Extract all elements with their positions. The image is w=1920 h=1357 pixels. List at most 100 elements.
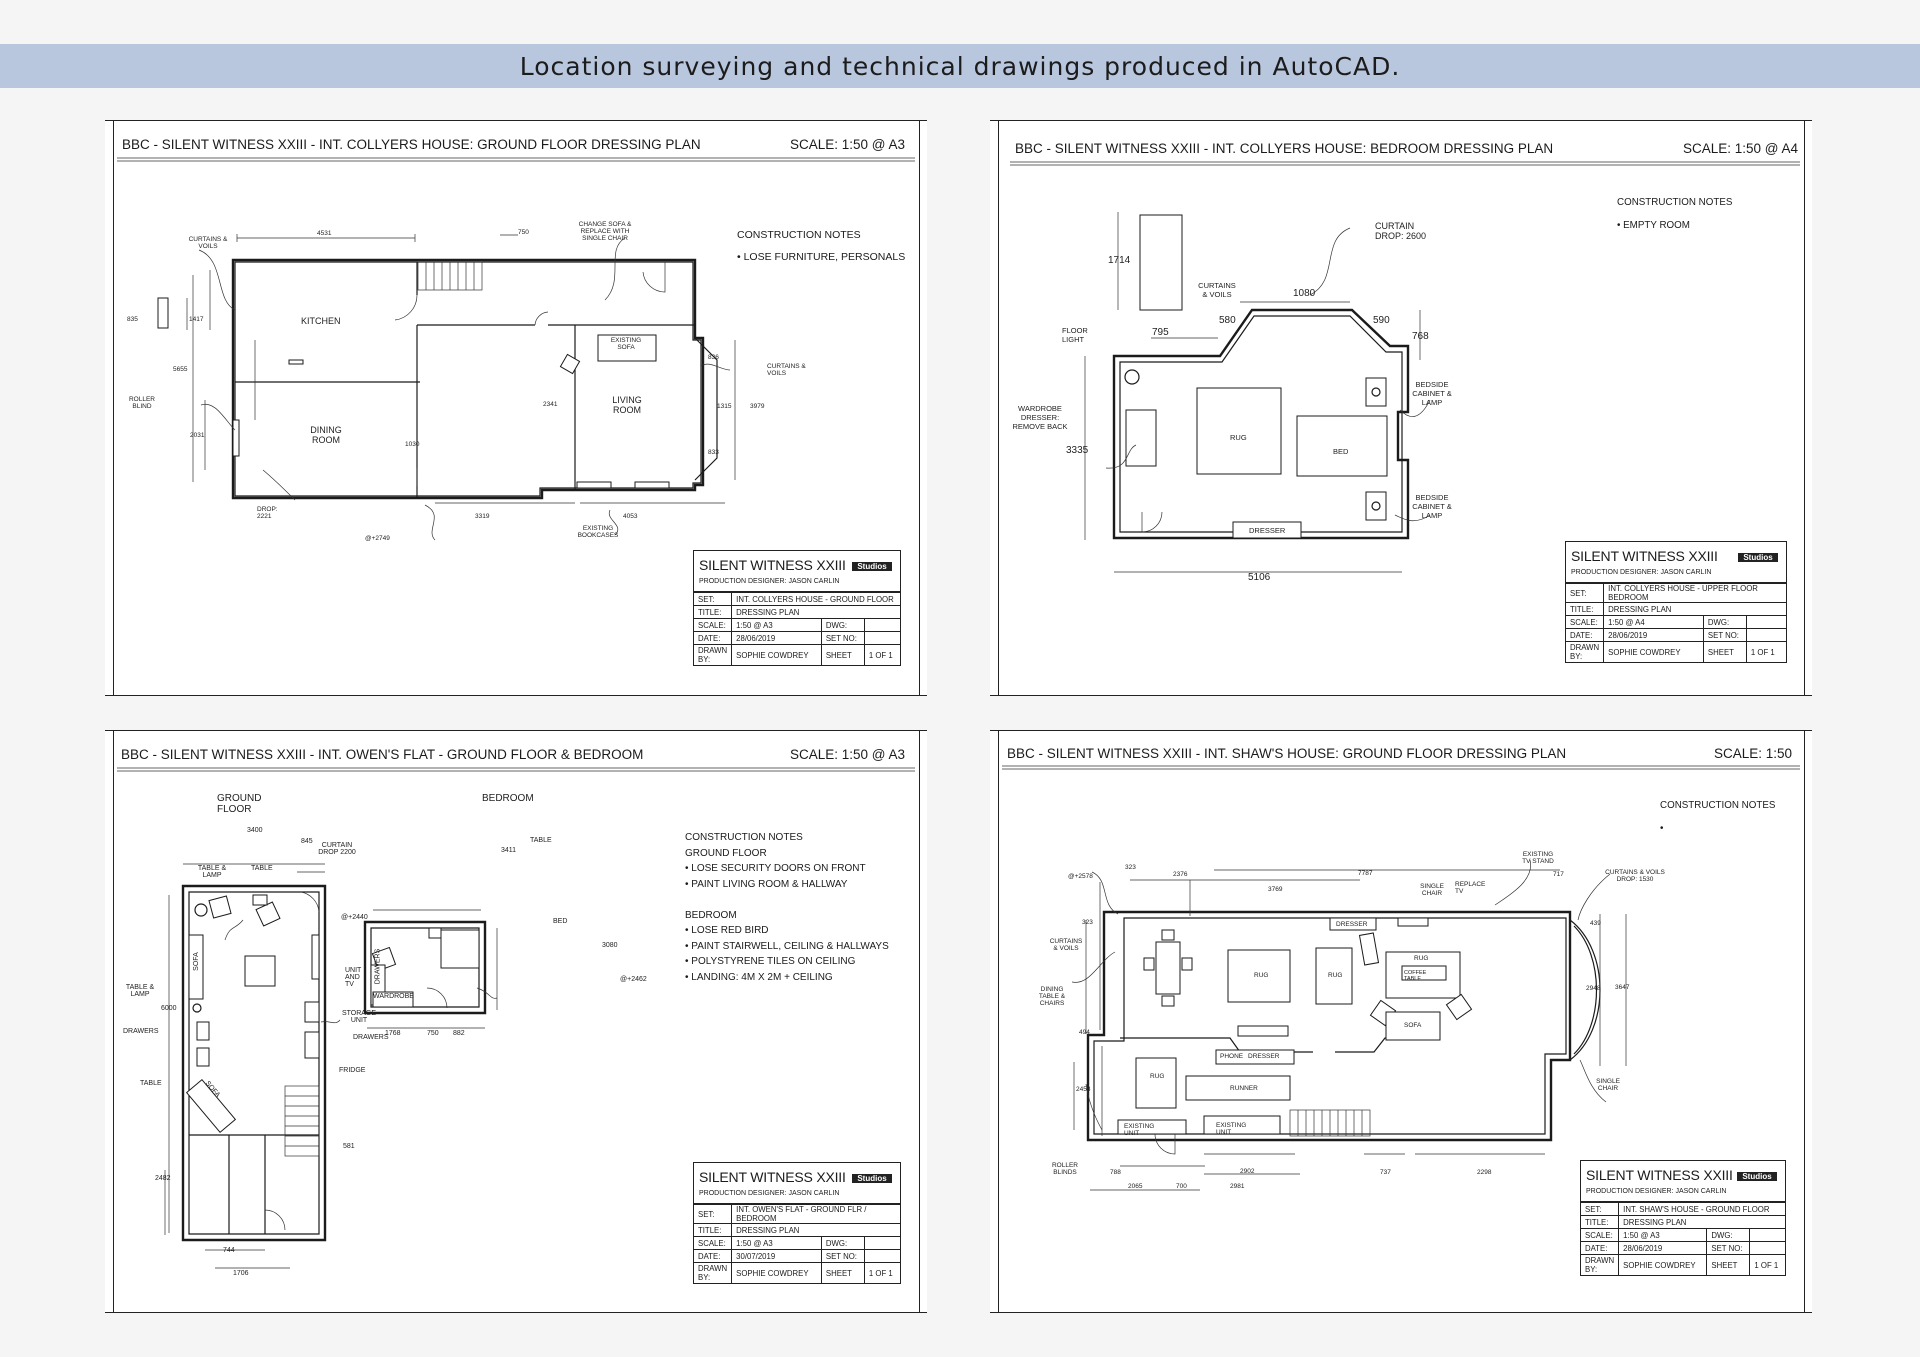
dim-label: 581 — [343, 1143, 355, 1150]
notes-heading: CONSTRUCTION NOTES — [685, 832, 803, 843]
note-item: • LOSE FURNITURE, PERSONALS — [737, 250, 906, 263]
dim-label: 1315 — [717, 403, 732, 410]
label: DRESSER — [1336, 921, 1368, 928]
room-label: DINING ROOM — [310, 425, 342, 445]
dim-label: 5106 — [1248, 572, 1271, 583]
title-block: SILENT WITNESS XXIII PRODUCTION DESIGNER… — [693, 550, 901, 666]
note-item: • LANDING: 4M X 2M + CEILING — [685, 971, 833, 983]
label: COFFEE TABLE — [1404, 970, 1427, 982]
label: STORAGE UNIT — [341, 1010, 377, 1024]
label: @+2749 — [365, 535, 390, 542]
dim-label: 750 — [427, 1030, 439, 1037]
label: DINING TABLE & CHAIRS — [1038, 986, 1066, 1007]
dim-label: 795 — [1152, 327, 1169, 338]
dim-label: 580 — [1219, 315, 1236, 326]
label: RUG — [1150, 1073, 1165, 1080]
titleblock-table: SET:INT. COLLYERS HOUSE - GROUND FLOOR T… — [694, 592, 900, 665]
note-item: • PAINT STAIRWELL, CEILING & HALLWAYS — [685, 940, 889, 952]
bbc-studios-logo: Studios — [1737, 1170, 1777, 1181]
sheet-scale: SCALE: 1:50 @ A3 — [789, 747, 905, 762]
label: EXISTING BOOKCASES — [577, 525, 619, 539]
note-item: • LOSE RED BIRD — [685, 925, 769, 936]
label: BED — [553, 918, 568, 925]
floor-plan-owens-flat — [117, 767, 915, 1269]
label: CHANGE SOFA & REPLACE WITH SINGLE CHAIR — [578, 221, 632, 242]
dim-label: 845 — [301, 838, 313, 845]
floor-plan-ground-floor — [117, 157, 915, 541]
label: ROLLER BLINDS — [1051, 1162, 1078, 1176]
dim-label: 1030 — [405, 441, 420, 448]
drawing-sheet-bedroom: BBC - SILENT WITNESS XXIII - INT. COLLYE… — [990, 120, 1812, 696]
label: CURTAIN DROP 2200 — [318, 842, 356, 856]
notes-heading: CONSTRUCTION NOTES — [1617, 197, 1733, 208]
label: EXISTING UNIT — [1124, 1123, 1155, 1137]
label: FRIDGE — [339, 1067, 366, 1074]
dim-label: 3319 — [475, 513, 490, 520]
titleblock-title: SILENT WITNESS XXIII — [699, 1169, 846, 1185]
drawing-sheet-owens-flat: BBC - SILENT WITNESS XXIII - INT. OWEN'S… — [105, 730, 927, 1313]
dim-label: 833 — [708, 449, 719, 456]
dim-label: 1706 — [233, 1270, 249, 1277]
label: CURTAINS & VOILS DROP: 1530 — [1605, 869, 1665, 883]
dim-label: 3335 — [1066, 445, 1089, 456]
label: DROP: 2221 — [257, 506, 278, 520]
label: RUG — [1328, 972, 1343, 979]
label: DRAWERS — [123, 1028, 159, 1035]
dim-label: 3769 — [1268, 886, 1283, 893]
label: TABLE — [251, 865, 273, 872]
label: EXISTING UNIT — [1216, 1122, 1247, 1136]
dim-label: 2031 — [190, 432, 205, 439]
note-item: BEDROOM — [685, 909, 737, 921]
dim-label: 1714 — [1108, 255, 1131, 266]
plan-title: BEDROOM — [482, 793, 534, 804]
dim-label: 3080 — [602, 942, 618, 949]
label: BEDSIDE CABINET & LAMP — [1412, 380, 1452, 407]
note-item: • PAINT LIVING ROOM & HALLWAY — [685, 878, 848, 890]
sheet-header: BBC - SILENT WITNESS XXIII - INT. SHAW'S… — [1007, 746, 1792, 761]
label: CURTAIN DROP: 2600 — [1375, 221, 1427, 241]
notes-heading: CONSTRUCTION NOTES — [737, 229, 861, 241]
dim-label: 494 — [1079, 1029, 1090, 1036]
room-label: LIVING ROOM — [612, 395, 642, 415]
dim-label: 2298 — [1477, 1169, 1492, 1176]
dim-label: 439 — [1590, 920, 1601, 927]
label: CURTAINS & VOILS — [188, 236, 228, 250]
titleblock-table: SET:INT. COLLYERS HOUSE - UPPER FLOOR BE… — [1566, 583, 1786, 662]
floor-plan-shaws-house — [1002, 765, 1800, 1191]
bbc-studios-logo: Studios — [852, 1172, 892, 1183]
sheet-title: BBC - SILENT WITNESS XXIII - INT. COLLYE… — [122, 137, 701, 152]
label: @+2462 — [620, 976, 647, 983]
dim-label: 5655 — [173, 366, 188, 373]
dim-label: 2482 — [155, 1175, 171, 1182]
dim-label: 1768 — [385, 1030, 401, 1037]
sheet-scale: SCALE: 1:50 @ A4 — [1682, 141, 1798, 156]
label: PHONE — [1220, 1053, 1244, 1060]
label: TABLE — [530, 837, 552, 844]
dim-label: 323 — [1125, 864, 1136, 871]
label: BEDSIDE CABINET & LAMP — [1412, 493, 1452, 520]
sheet-header: BBC - SILENT WITNESS XXIII - INT. OWEN'S… — [121, 747, 905, 762]
titleblock-designer: PRODUCTION DESIGNER: JASON CARLIN — [1586, 1188, 1727, 1195]
dim-label: 882 — [453, 1030, 465, 1037]
label: ROLLER BLIND — [128, 396, 155, 410]
dim-label: 2981 — [1230, 1183, 1245, 1190]
label: RUG — [1230, 433, 1247, 442]
dim-label: 744 — [223, 1247, 235, 1254]
titleblock-designer: PRODUCTION DESIGNER: JASON CARLIN — [699, 578, 840, 585]
dim-label: 750 — [518, 229, 529, 236]
note-item: GROUND FLOOR — [685, 847, 767, 859]
dim-label: 2458 — [1076, 1086, 1091, 1093]
title-block: SILENT WITNESS XXIII PRODUCTION DESIGNER… — [1580, 1160, 1786, 1276]
titleblock-table: SET:INT. SHAW'S HOUSE - GROUND FLOOR TIT… — [1581, 1202, 1785, 1275]
label: FLOOR LIGHT — [1062, 326, 1088, 344]
dim-label: 2065 — [1128, 1183, 1143, 1190]
dim-label: 4531 — [317, 230, 332, 237]
sheet-scale: SCALE: 1:50 — [1713, 746, 1792, 761]
dim-label: 1417 — [189, 316, 204, 323]
note-item: • POLYSTYRENE TILES ON CEILING — [685, 956, 856, 967]
label: @+2578 — [1068, 873, 1093, 880]
label: DRESSER — [1249, 526, 1286, 535]
titleblock-title: SILENT WITNESS XXIII — [699, 557, 846, 573]
dim-label: 3647 — [1615, 984, 1630, 991]
label: @+2440 — [341, 914, 368, 921]
